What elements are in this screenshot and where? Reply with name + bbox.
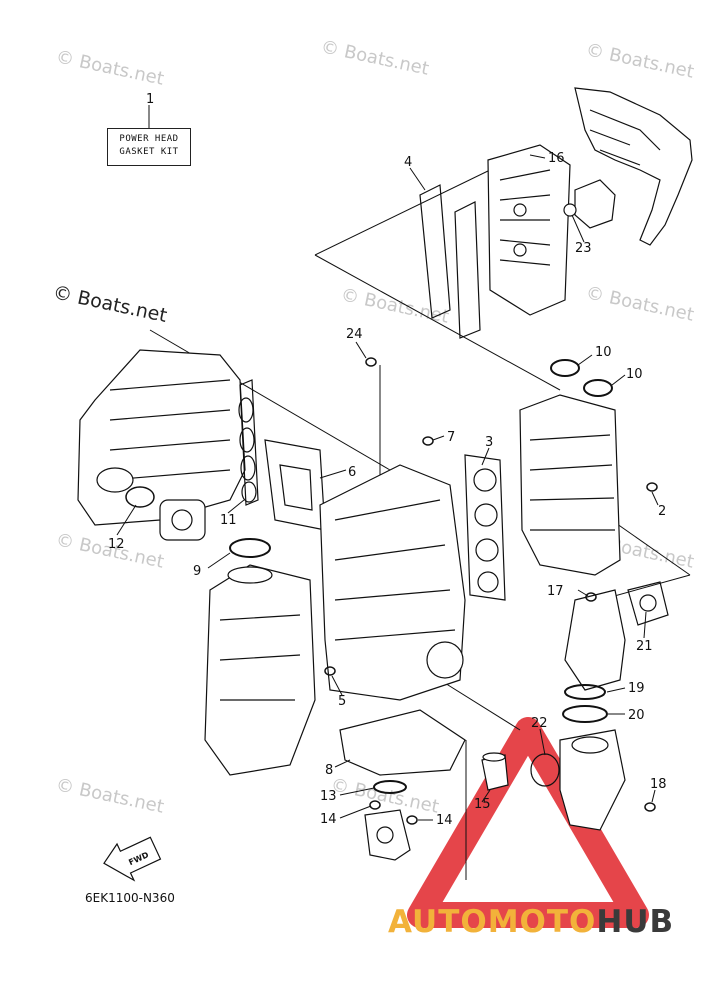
callout-23: 23 [575, 241, 592, 256]
callout-1: 1 [146, 92, 154, 107]
callout-20: 20 [628, 708, 645, 723]
callout-21: 21 [636, 639, 653, 654]
callout-14a: 14 [320, 812, 337, 827]
oil-seal-10b [583, 379, 613, 397]
crankcase-assembly [204, 564, 316, 776]
watermark: © Boats.net [584, 39, 696, 82]
cylinder-block [319, 464, 466, 701]
o-ring-24 [365, 357, 377, 367]
head-cover [487, 144, 571, 316]
o-ring-7 [422, 436, 434, 446]
intake-gasket [238, 379, 259, 506]
callout-17: 17 [547, 584, 564, 599]
callout-6: 6 [348, 465, 356, 480]
upper-cover [574, 87, 693, 246]
callout-4: 4 [404, 155, 412, 170]
gasket-kit-line2: GASKET KIT [119, 147, 179, 157]
callout-11: 11 [220, 513, 237, 528]
head-cover-gasket [419, 184, 481, 339]
callout-16: 16 [548, 151, 565, 166]
callouts: 1 2 3 4 5 6 7 8 9 10 10 11 12 13 14 14 1… [108, 92, 667, 828]
callout-3: 3 [485, 435, 493, 450]
watermark: © Boats.net [54, 46, 166, 89]
callout-7: 7 [447, 430, 455, 445]
filter-15 [481, 752, 509, 791]
throttle-body [159, 499, 206, 541]
watermark: © Boats.net [339, 284, 451, 327]
head-gasket [464, 454, 506, 601]
gasket-21 [627, 581, 669, 626]
callout-24: 24 [346, 327, 363, 342]
fwd-arrow: FWD [103, 836, 162, 882]
callout-8: 8 [325, 763, 333, 778]
o-ring-5 [324, 666, 336, 676]
watermark-main: © Boats.net [51, 281, 169, 327]
brand-wordmark: AUTOMOTOHUB [388, 904, 674, 940]
o-ring-14b [406, 815, 418, 825]
callout-12: 12 [108, 537, 125, 552]
oil-seal-10a [550, 359, 580, 377]
o-ring-9 [229, 538, 271, 558]
callout-15: 15 [474, 797, 491, 812]
callout-19: 19 [628, 681, 645, 696]
o-ring-20 [562, 705, 608, 723]
gasket-kit-label: POWER HEAD GASKET KIT [107, 128, 191, 166]
callout-10b: 10 [626, 367, 643, 382]
callout-9: 9 [193, 564, 201, 579]
watermark: © Boats.net [319, 36, 431, 79]
diagram-code: 6EK1100-N360 [85, 891, 175, 905]
oil-pump [364, 809, 411, 861]
brand-part1: AUTOMOTO [388, 904, 597, 940]
callout-22: 22 [531, 716, 548, 731]
gasket-8 [339, 709, 466, 776]
watermark: © Boats.net [584, 282, 696, 325]
o-ring-17 [585, 592, 597, 602]
callout-5: 5 [338, 694, 346, 709]
leader-lines [116, 105, 659, 821]
callout-13: 13 [320, 789, 337, 804]
callout-10a: 10 [595, 345, 612, 360]
o-ring-12 [125, 486, 155, 508]
o-ring-19 [564, 684, 606, 700]
exhaust-cover [564, 589, 626, 691]
watermark: © Boats.net [54, 774, 166, 817]
callout-14b: 14 [436, 813, 453, 828]
o-ring-14a [369, 800, 381, 810]
exhaust-manifold [559, 729, 626, 831]
callout-18: 18 [650, 777, 667, 792]
o-ring-2 [646, 482, 658, 492]
thermostat-cover [563, 179, 616, 229]
gasket-6 [264, 439, 326, 531]
o-ring-18 [644, 802, 656, 812]
seal-13 [373, 780, 407, 794]
brand-part2: HUB [596, 904, 675, 940]
gasket-kit-line1: POWER HEAD [119, 134, 179, 144]
intake-manifold [77, 349, 246, 526]
callout-2: 2 [658, 504, 666, 519]
cylinder-head [519, 394, 621, 576]
